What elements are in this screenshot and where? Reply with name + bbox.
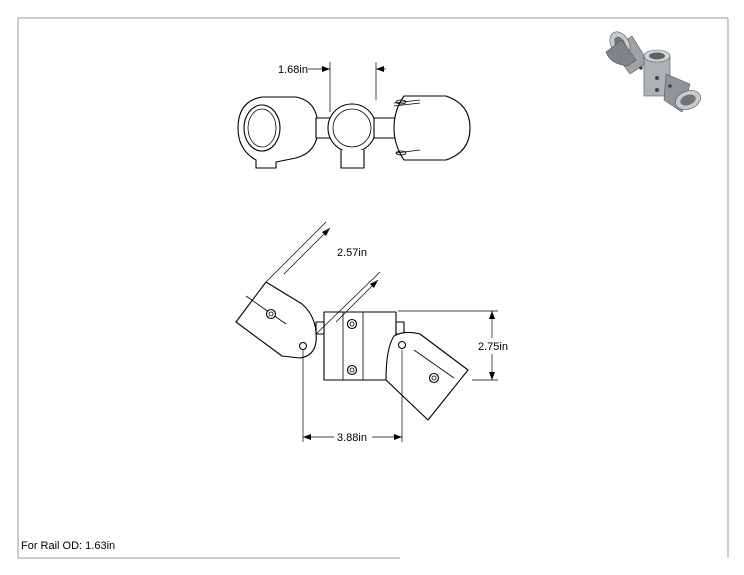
height-dimension: 2.75in <box>478 341 508 353</box>
diagonal-dimension: 2.57in <box>337 247 367 259</box>
front-view: 2.57in 2.75in 3.88in <box>235 221 508 444</box>
isometric-part-render <box>605 31 701 113</box>
rail-od-note: For Rail OD: 1.63in <box>21 540 116 552</box>
top-view: 1.68in <box>237 62 471 169</box>
sheet-frame <box>17 17 729 559</box>
top-gap-dimension: 1.68in <box>278 64 308 76</box>
width-dimension: 3.88in <box>337 432 367 444</box>
